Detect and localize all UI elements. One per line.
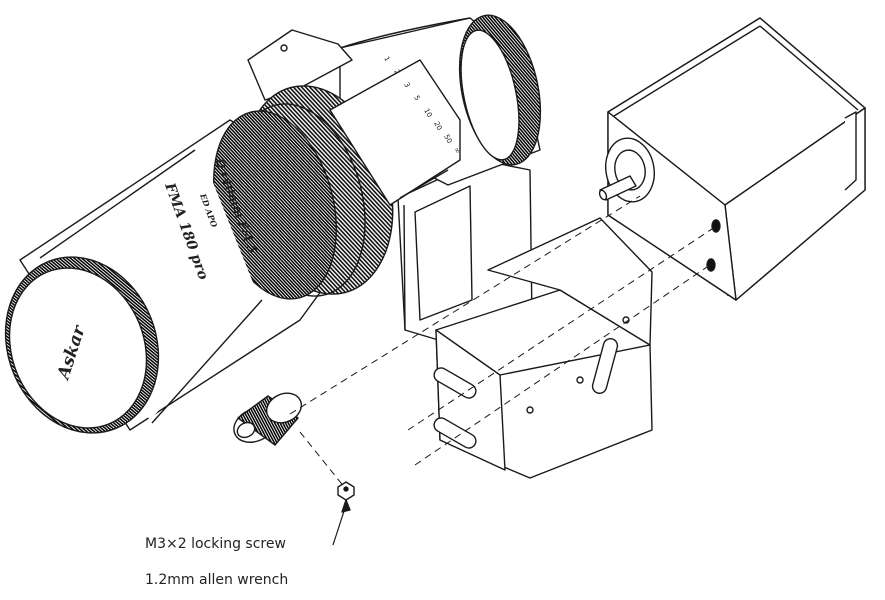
focus-scale-mark: 3	[402, 81, 411, 89]
focus-scale-mark: 50	[442, 133, 453, 145]
locking-screw	[337, 481, 355, 501]
wrench-callout: 1.2mm allen wrench	[145, 572, 289, 588]
focus-scale-mark: 5	[412, 94, 421, 102]
wrench-arrow	[332, 499, 351, 546]
timing-pulley	[233, 392, 303, 446]
motor-bracket	[397, 159, 653, 479]
focus-scale-mark: ∞	[452, 146, 462, 155]
focus-scale-mark: 1	[382, 55, 391, 63]
guide-scope-lens	[4, 14, 542, 434]
focus-scale-mark: 20	[432, 120, 443, 132]
assembly-guide-lines	[289, 195, 716, 489]
screw-callout: M3×2 locking screw	[145, 536, 286, 552]
focus-scale-mark: 2	[392, 68, 401, 76]
stepper-motor	[598, 17, 866, 301]
focus-scale-mark: 10	[422, 107, 433, 119]
